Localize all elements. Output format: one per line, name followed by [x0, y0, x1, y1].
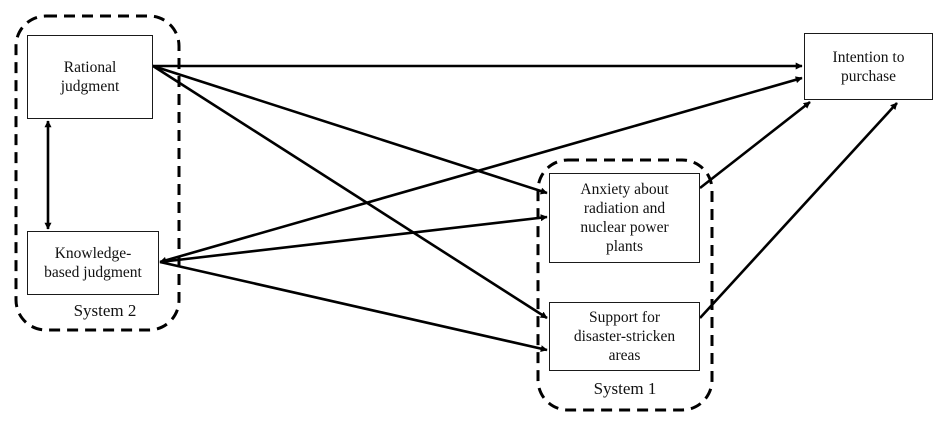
node-anxiety-about-radiation: Anxiety about radiation and nuclear powe…	[549, 173, 700, 263]
edge-rational-support	[152, 64, 548, 320]
edge-knowledge-support	[159, 260, 548, 353]
edge-knowledge-anxiety	[159, 214, 548, 264]
system2-label: System 2	[73, 301, 137, 320]
edge-anxiety-intention	[699, 100, 811, 190]
edge-support-intention	[699, 102, 898, 319]
edge-knowledge-intention	[159, 76, 803, 264]
node-rational-judgment: Rational judgment	[27, 35, 153, 119]
system1-label: System 1	[593, 379, 657, 398]
edge-rational-anxiety	[152, 64, 548, 195]
node-knowledge-based-judgment: Knowledge- based judgment	[27, 231, 159, 295]
node-support-for-disaster-areas: Support for disaster-stricken areas	[549, 302, 700, 371]
node-intention-to-purchase: Intention to purchase	[804, 33, 933, 100]
